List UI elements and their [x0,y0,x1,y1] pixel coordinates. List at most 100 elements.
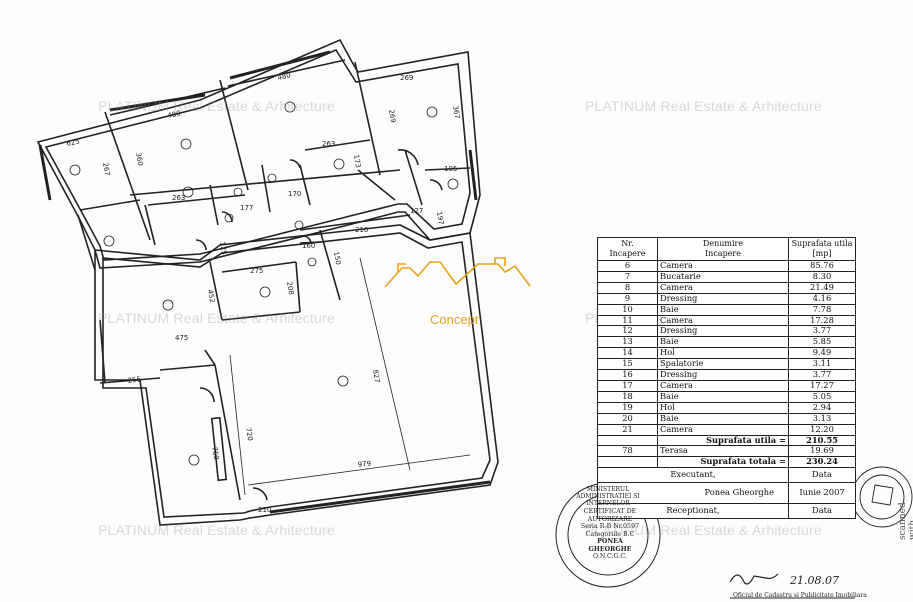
row-name: Baie [657,412,789,425]
row-nr: 17 [597,379,658,392]
suprafata-utila-value: 210.55 [788,434,856,447]
receptionat-data-label: Data [788,503,856,520]
suprafata-totala-row: Suprafata totala = 230.24 [597,456,856,469]
row-name: Camera [657,314,789,327]
dimension-labels: 480 480 269 625 263 263 173 177 170 210 … [66,71,461,514]
row-area: 17.27 [788,379,856,392]
row-nr: 15 [597,358,658,371]
svg-text:267: 267 [101,162,111,177]
svg-text:150: 150 [332,251,342,266]
terasa-row: 78 Terasa 19.69 [597,445,856,458]
row-nr: 20 [597,412,658,425]
svg-text:760: 760 [210,446,220,461]
row-name: Baie [657,390,789,403]
svg-text:127: 127 [410,207,423,215]
row-name: Camera [657,281,789,294]
bottom-office-text: Oficiul de Cadastru si Publicitate Imobi… [733,592,867,599]
stamp-org: O.N.C.G.C. [593,553,627,560]
svg-text:210: 210 [258,506,271,514]
svg-text:720: 720 [244,427,254,442]
svg-text:367: 367 [451,105,461,120]
row-nr: 16 [597,369,658,381]
row-name: Hol [657,401,789,414]
row-area: 85.76 [788,260,856,272]
svg-text:452: 452 [206,289,216,304]
row-area: 3.11 [788,358,856,371]
suprafata-utila-row: Suprafata utila = 210.55 [597,434,856,447]
row-nr: 9 [597,292,658,305]
row-area: 3.13 [788,412,856,425]
watermark-2: PLATINUM Real Estate & Arhitecture [585,98,822,114]
row-area: 5.05 [788,390,856,403]
stamp-seria: Seria R-B Nr.0597 [580,523,640,530]
svg-text:269: 269 [400,74,413,82]
row-nr: 21 [597,423,658,436]
svg-text:480: 480 [277,71,292,82]
row-nr: 19 [597,401,658,414]
svg-text:979: 979 [357,460,371,469]
row-area: 12.20 [788,423,856,436]
svg-text:475: 475 [175,334,188,342]
concept-logo-text: Concept [430,312,479,327]
row-name: Baie [657,336,789,349]
receptionat-row: Receptionat, Data [597,503,856,520]
watermark-1: PLATINUM Real Estate & Arhitecture [98,98,335,114]
row-name: Bucatarie [657,270,789,283]
row-name: Dressing [657,325,789,338]
row-name: Camera [657,379,789,392]
svg-text:263: 263 [322,140,335,148]
row-area: 17.28 [788,314,856,327]
watermark-3: PLATINUM Real Estate & Arhitecture [98,310,335,326]
terasa-value: 19.69 [788,445,856,458]
row-name: Spalatorie [657,358,789,371]
row-nr: 11 [597,314,658,327]
watermark-6: PLATINUM Real Estate & Arhitecture [585,522,822,538]
signature-mark [729,573,779,585]
row-area: 21.49 [788,281,856,294]
terasa-nr: 78 [597,445,658,458]
svg-text:263: 263 [172,194,185,202]
row-area: 9.49 [788,347,856,360]
row-nr: 6 [597,260,658,272]
executant-row: Executant, Data [597,467,856,484]
row-nr: 18 [597,390,658,403]
header-suprafata: Suprafata utila [mp] [788,237,856,261]
row-nr: 12 [597,325,658,338]
svg-text:173: 173 [352,154,362,169]
svg-text:480: 480 [167,109,182,120]
row-name: Camera [657,423,789,436]
svg-text:625: 625 [66,137,81,148]
suprafata-totala-value: 230.24 [788,456,856,469]
row-area: 2.94 [788,401,856,414]
row-area: 7.78 [788,303,856,316]
room-area-table: Nr. Incapere Denumire Incapere Suprafata… [597,237,856,520]
suprafata-utila-label: Suprafata utila = [657,434,789,447]
row-name: Camera [657,260,789,272]
row-area: 8.30 [788,270,856,283]
suprafata-totala-label: Suprafata totala = [657,456,789,469]
row-name: Baie [657,303,789,316]
header-nr: Nr. Incapere [597,237,658,261]
row-area: 4.16 [788,292,856,305]
executant-values-row: Ponea Gheorghe Iunie 2007 [597,482,856,505]
watermark-5: PLATINUM Real Estate & Arhitecture [98,522,335,538]
svg-text:255: 255 [127,375,141,385]
table-header-row: Nr. Incapere Denumire Incapere Suprafata… [597,237,856,261]
row-nr: 7 [597,270,658,283]
plan-walls [36,38,499,526]
svg-text:360: 360 [134,152,144,167]
row-name: Dressing [657,292,789,305]
